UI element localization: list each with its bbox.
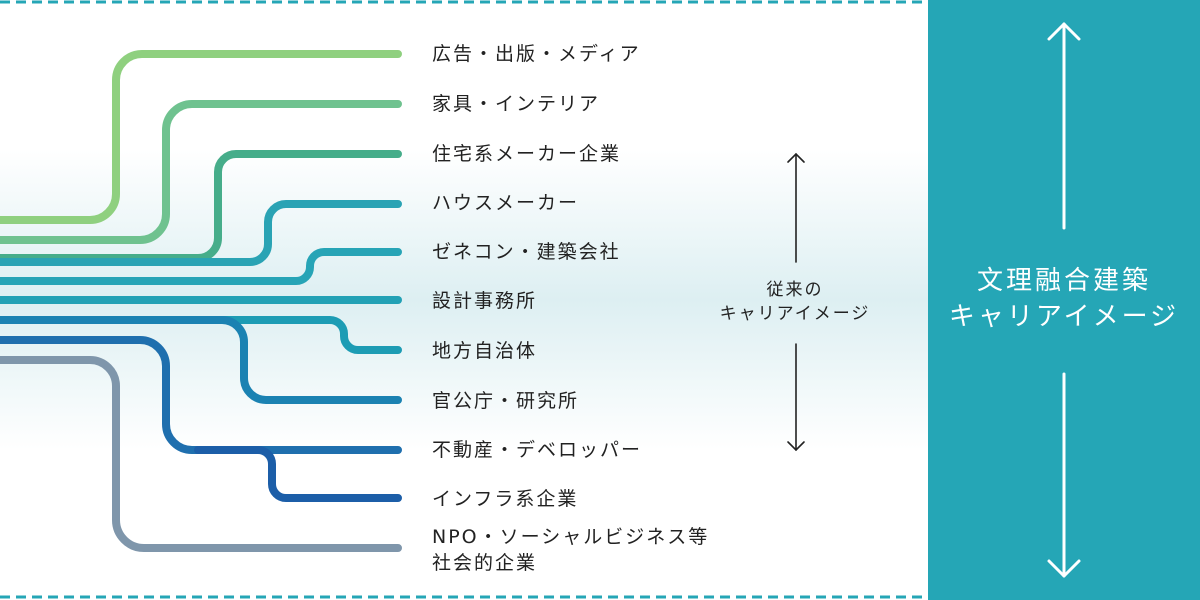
career-label-house-maker: ハウスメーカー <box>432 192 580 214</box>
career-label-government-research: 官公庁・研究所 <box>432 390 580 412</box>
path-infrastructure <box>194 446 402 502</box>
career-label-design-office: 設計事務所 <box>432 290 538 312</box>
traditional-caption-line1: 従来の <box>766 280 824 300</box>
integrated-double-arrow <box>1047 22 1081 578</box>
path-general-contractor <box>0 248 402 285</box>
path-npo-social <box>0 356 402 552</box>
career-label-real-estate: 不動産・デベロッパー <box>432 439 643 461</box>
traditional-career-caption: 従来の キャリアイメージ <box>700 278 890 326</box>
path-house-maker <box>0 200 402 266</box>
path-government-research <box>0 316 402 404</box>
traditional-double-arrow <box>787 152 805 452</box>
path-media <box>0 50 402 224</box>
career-label-local-government: 地方自治体 <box>432 340 538 362</box>
career-label-npo-line2: 社会的企業 <box>432 552 538 574</box>
integrated-caption-line1: 文理融合建築 <box>976 266 1151 296</box>
career-label-npo-line1: NPO・ソーシャルビジネス等 <box>432 526 710 548</box>
integrated-career-panel: 文理融合建築 キャリアイメージ <box>928 0 1200 600</box>
traditional-caption-line2: キャリアイメージ <box>719 304 871 324</box>
path-real-estate <box>0 336 402 454</box>
integrated-career-caption: 文理融合建築 キャリアイメージ <box>928 263 1200 335</box>
career-label-media: 広告・出版・メディア <box>432 43 641 65</box>
path-local-government <box>0 316 402 354</box>
path-furniture <box>0 100 402 244</box>
career-label-furniture: 家具・インテリア <box>432 93 601 115</box>
integrated-caption-line2: キャリアイメージ <box>948 302 1180 332</box>
career-label-housing-maker-company: 住宅系メーカー企業 <box>432 143 622 165</box>
career-label-infrastructure: インフラ系企業 <box>432 488 579 510</box>
path-housing-maker-company <box>0 150 402 262</box>
career-paths-svg <box>0 0 928 599</box>
career-label-npo: NPO・ソーシャルビジネス等 社会的企業 <box>432 524 709 576</box>
career-label-general-contractor: ゼネコン・建築会社 <box>432 241 621 263</box>
